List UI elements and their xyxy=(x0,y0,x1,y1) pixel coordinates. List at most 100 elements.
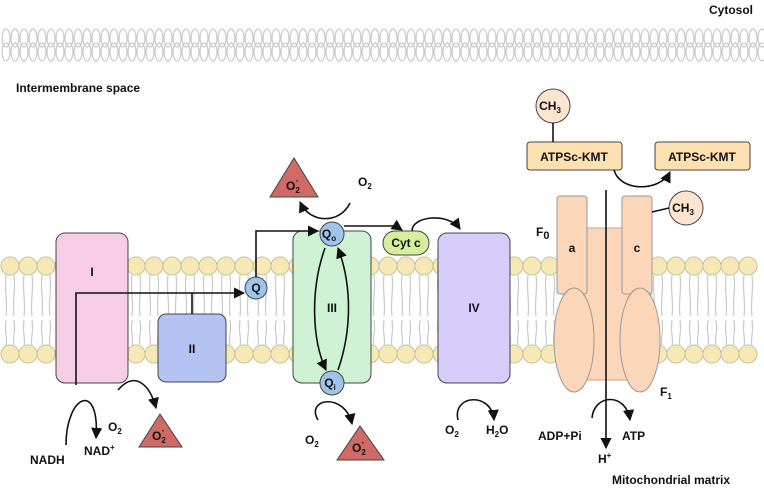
outer-membrane-lipid xyxy=(505,42,515,62)
outer-membrane-lipid xyxy=(613,42,623,62)
outer-membrane-lipid xyxy=(451,42,461,62)
lipid-tail xyxy=(174,274,178,317)
lipid-tail xyxy=(390,274,394,317)
lipid-tail xyxy=(400,319,404,347)
lipid-tail xyxy=(732,319,736,347)
lipid-tail xyxy=(660,274,664,317)
lipid-head xyxy=(522,344,542,364)
outer-membrane-lipid xyxy=(703,42,713,62)
outer-membrane-lipid xyxy=(658,28,668,48)
outer-membrane-lipid xyxy=(289,42,299,62)
outer-membrane-lipid xyxy=(64,42,74,62)
lipid-head xyxy=(666,256,686,276)
lipid-head xyxy=(36,256,56,276)
outer-membrane-lipid xyxy=(199,28,209,48)
svg-text:CH3: CH3 xyxy=(672,201,694,217)
lipid-head xyxy=(720,344,740,364)
outer-membrane-lipid xyxy=(100,28,110,48)
complex-iii-label: III xyxy=(327,301,337,315)
outer-membrane-lipid xyxy=(208,42,218,62)
lipid-tail xyxy=(202,274,206,317)
outer-membrane-lipid xyxy=(172,28,182,48)
outer-membrane-lipid xyxy=(532,42,542,62)
outer-membrane-lipid xyxy=(28,42,38,62)
outer-membrane-lipid xyxy=(694,28,704,48)
lipid-tail xyxy=(516,274,520,317)
nad-label: NAD+ xyxy=(84,443,115,458)
outer-membrane-lipid xyxy=(262,28,272,48)
lipid-head xyxy=(234,256,254,276)
outer-membrane-lipid xyxy=(424,28,434,48)
outer-membrane-lipid xyxy=(343,42,353,62)
outer-membrane-lipid xyxy=(10,42,20,62)
lipid-tail xyxy=(714,274,718,317)
outer-membrane-lipid xyxy=(649,42,659,62)
outer-membrane-lipid xyxy=(154,42,164,62)
f1-label: F1 xyxy=(660,385,672,401)
atpsc-kmt-left: ATPSc-KMT xyxy=(526,141,623,171)
outer-membrane-lipid xyxy=(127,42,137,62)
lipid-tail xyxy=(372,274,376,317)
lipid-head xyxy=(720,256,740,276)
lipid-head xyxy=(36,344,56,364)
outer-membrane-lipid xyxy=(235,42,245,62)
outer-membrane-lipid xyxy=(343,28,353,48)
lipid-tail xyxy=(210,274,214,317)
outer-membrane-lipid xyxy=(1,28,11,48)
outer-membrane-lipid xyxy=(28,28,38,48)
svg-text:Q: Q xyxy=(251,281,260,295)
lipid-tail xyxy=(688,319,692,347)
lipid-tail xyxy=(130,274,134,317)
outer-membrane-lipid xyxy=(361,28,371,48)
outer-membrane-lipid xyxy=(37,28,47,48)
outer-membrane-lipid xyxy=(586,42,596,62)
outer-membrane-lipid xyxy=(352,28,362,48)
lipid-head xyxy=(252,344,272,364)
lipid-tail xyxy=(264,319,268,347)
outer-membrane-lipid xyxy=(235,28,245,48)
outer-membrane-lipid xyxy=(433,28,443,48)
outer-membrane-lipid xyxy=(109,28,119,48)
outer-membrane-lipid xyxy=(100,42,110,62)
lipid-head xyxy=(270,256,290,276)
outer-membrane-lipid xyxy=(604,28,614,48)
outer-membrane-lipid xyxy=(298,28,308,48)
outer-membrane-lipid xyxy=(739,28,749,48)
outer-membrane-lipid xyxy=(433,42,443,62)
outer-membrane-lipid xyxy=(514,28,524,48)
lipid-tail xyxy=(256,319,260,347)
svg-text:O2·: O2· xyxy=(152,426,166,445)
svg-text:ATPSc-KMT: ATPSc-KMT xyxy=(668,150,736,164)
outer-membrane-lipid xyxy=(730,28,740,48)
outer-membrane-lipid xyxy=(118,28,128,48)
lipid-tail xyxy=(408,319,412,347)
o2-label-qo: O2 xyxy=(358,175,372,191)
lipid-tail xyxy=(552,274,556,317)
outer-membrane-lipid xyxy=(631,42,641,62)
lipid-head xyxy=(684,344,704,364)
lipid-tail xyxy=(544,319,548,347)
svg-text:ATPSc-KMT: ATPSc-KMT xyxy=(540,150,608,164)
ch3-bound-link xyxy=(651,207,670,213)
outer-membrane-lipid xyxy=(55,42,65,62)
outer-membrane-lipid xyxy=(541,28,551,48)
atp-label: ATP xyxy=(622,429,645,443)
outer-membrane-lipid xyxy=(208,28,218,48)
outer-membrane-lipid xyxy=(622,42,632,62)
lipid-tail xyxy=(22,319,26,347)
outer-membrane-lipid xyxy=(379,42,389,62)
outer-membrane-lipid xyxy=(46,28,56,48)
outer-membrane-lipid xyxy=(496,42,506,62)
outer-membrane-lipid xyxy=(298,42,308,62)
lipid-tail xyxy=(418,319,422,347)
outer-membrane-lipid xyxy=(640,42,650,62)
outer-membrane-lipid xyxy=(577,28,587,48)
outer-membrane-lipid xyxy=(676,42,686,62)
outer-membrane-lipid xyxy=(667,42,677,62)
lipid-tail xyxy=(696,319,700,347)
lipid-tail xyxy=(246,319,250,347)
outer-membrane-lipid xyxy=(145,28,155,48)
outer-membrane-lipid xyxy=(442,42,452,62)
lipid-head xyxy=(0,344,20,364)
lipid-tail xyxy=(40,319,44,347)
